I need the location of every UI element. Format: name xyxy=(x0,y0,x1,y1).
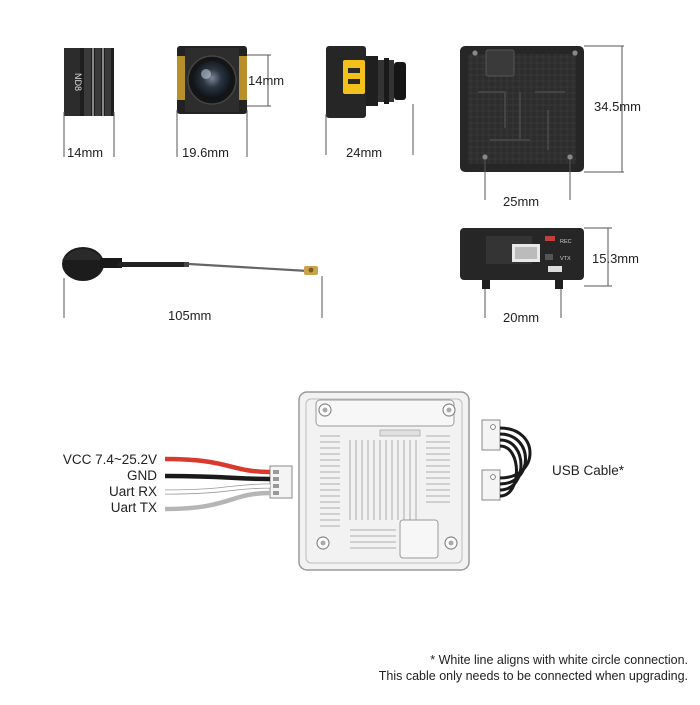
camera-side-dimension: 24mm xyxy=(325,104,414,160)
usb-cable-label: USB Cable* xyxy=(552,463,625,478)
camera-front xyxy=(177,46,247,114)
camera-side xyxy=(326,46,406,118)
nd8-label: ND8 xyxy=(73,73,83,91)
wire-vcc xyxy=(164,456,271,475)
wire-rx xyxy=(164,484,271,494)
dim-vtx-side-height: 15.3mm xyxy=(592,251,639,266)
label-gnd: GND xyxy=(127,468,157,483)
vtx-side-vtx-label: VTX xyxy=(560,256,571,262)
wire-tx xyxy=(164,490,271,512)
dim-camera-front-height: 14mm xyxy=(248,73,284,88)
wire-labels: VCC 7.4~25.2V GND Uart RX Uart TX xyxy=(63,452,157,515)
footnote-line-2: This cable only needs to be connected wh… xyxy=(378,669,688,683)
dim-vtx-side-width: 20mm xyxy=(503,310,539,325)
vtx-side-view: REC VTX xyxy=(460,228,584,289)
antenna xyxy=(62,247,318,281)
wire-bundle xyxy=(164,456,271,512)
nd-width-dimension: 14mm xyxy=(63,112,115,160)
vtx-wiring-module xyxy=(298,391,470,571)
dim-antenna-length: 105mm xyxy=(168,308,211,323)
label-vcc: VCC 7.4~25.2V xyxy=(63,452,157,467)
label-uart-rx: Uart RX xyxy=(109,484,157,499)
nd-filter: ND8 xyxy=(64,48,114,116)
usb-cable: USB Cable* xyxy=(481,419,625,501)
footnote: * White line aligns with white circle co… xyxy=(379,652,688,684)
vtx-side-dimensions: 15.3mm 20mm xyxy=(484,227,639,325)
vtx-top-dimensions: 34.5mm 25mm xyxy=(484,45,641,209)
footnote-line-1: * White line aligns with white circle co… xyxy=(430,653,688,667)
vtx-side-rec-label: REC xyxy=(560,239,572,245)
antenna-dimension: 105mm xyxy=(63,276,323,323)
dim-camera-front-width: 19.6mm xyxy=(182,145,229,160)
power-connector xyxy=(269,465,293,499)
dim-camera-side-depth: 24mm xyxy=(346,145,382,160)
vtx-top-view xyxy=(460,46,584,172)
dim-vtx-top-width: 25mm xyxy=(503,194,539,209)
label-uart-tx: Uart TX xyxy=(111,500,157,515)
wire-gnd xyxy=(164,473,271,482)
dim-vtx-top-height: 34.5mm xyxy=(594,99,641,114)
dim-nd-width: 14mm xyxy=(67,145,103,160)
camera-front-dimensions: 14mm 19.6mm xyxy=(176,54,284,160)
